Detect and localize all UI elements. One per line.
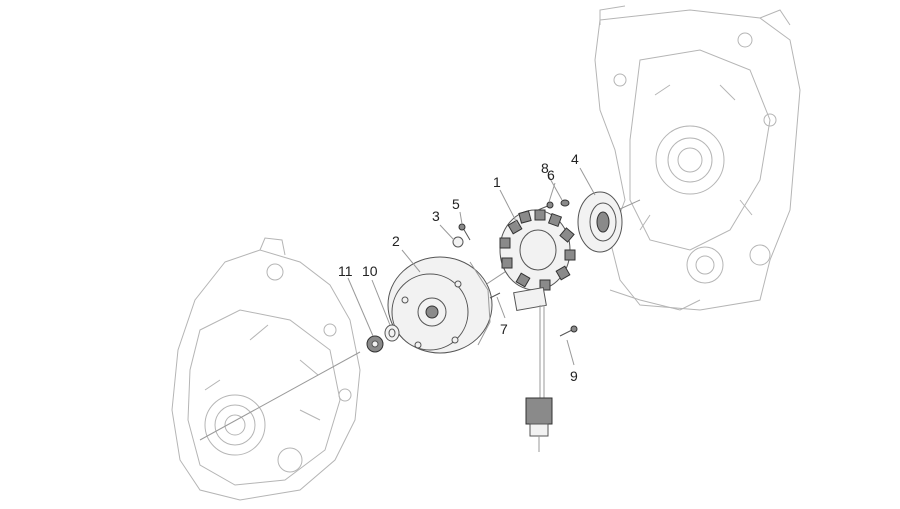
- part-8-key: [560, 199, 570, 207]
- part-stator: [499, 209, 576, 452]
- part-5-screw: [462, 227, 471, 241]
- leader-5: [459, 211, 463, 225]
- callout-5: 5: [452, 196, 460, 212]
- leader-2: [401, 249, 421, 273]
- wire-connector: [525, 397, 553, 425]
- part-3-washer: [452, 236, 464, 248]
- callout-8: 8: [541, 160, 549, 176]
- part-oil-seal: [577, 191, 623, 253]
- leader-7: [496, 296, 506, 319]
- part-7-screw: [489, 292, 501, 299]
- callout-labels: 1 2 3 4 5 6 7 8 9 10 11: [338, 151, 579, 384]
- leader-9: [566, 339, 575, 366]
- leader-3: [439, 224, 455, 241]
- leader-10: [371, 279, 391, 326]
- small-fasteners: [366, 199, 578, 353]
- callout-3: 3: [432, 208, 440, 224]
- callout-4: 4: [571, 151, 579, 167]
- callout-10: 10: [362, 263, 378, 279]
- leader-4: [579, 167, 596, 196]
- callout-9: 9: [570, 368, 578, 384]
- callout-leaders: [347, 167, 596, 366]
- right-crankcase: [594, 5, 801, 311]
- axis-line-left: [199, 351, 361, 441]
- part-flywheel: [387, 256, 493, 354]
- leader-11: [347, 277, 374, 337]
- callout-1: 1: [493, 174, 501, 190]
- callout-11: 11: [338, 263, 353, 279]
- callout-6: 6: [547, 167, 555, 183]
- leader-8: [547, 174, 563, 201]
- leader-1: [499, 189, 519, 226]
- callout-7: 7: [500, 321, 508, 337]
- part-9-screw: [559, 329, 573, 337]
- left-crankcase-cover: [171, 237, 361, 501]
- callout-2: 2: [392, 233, 400, 249]
